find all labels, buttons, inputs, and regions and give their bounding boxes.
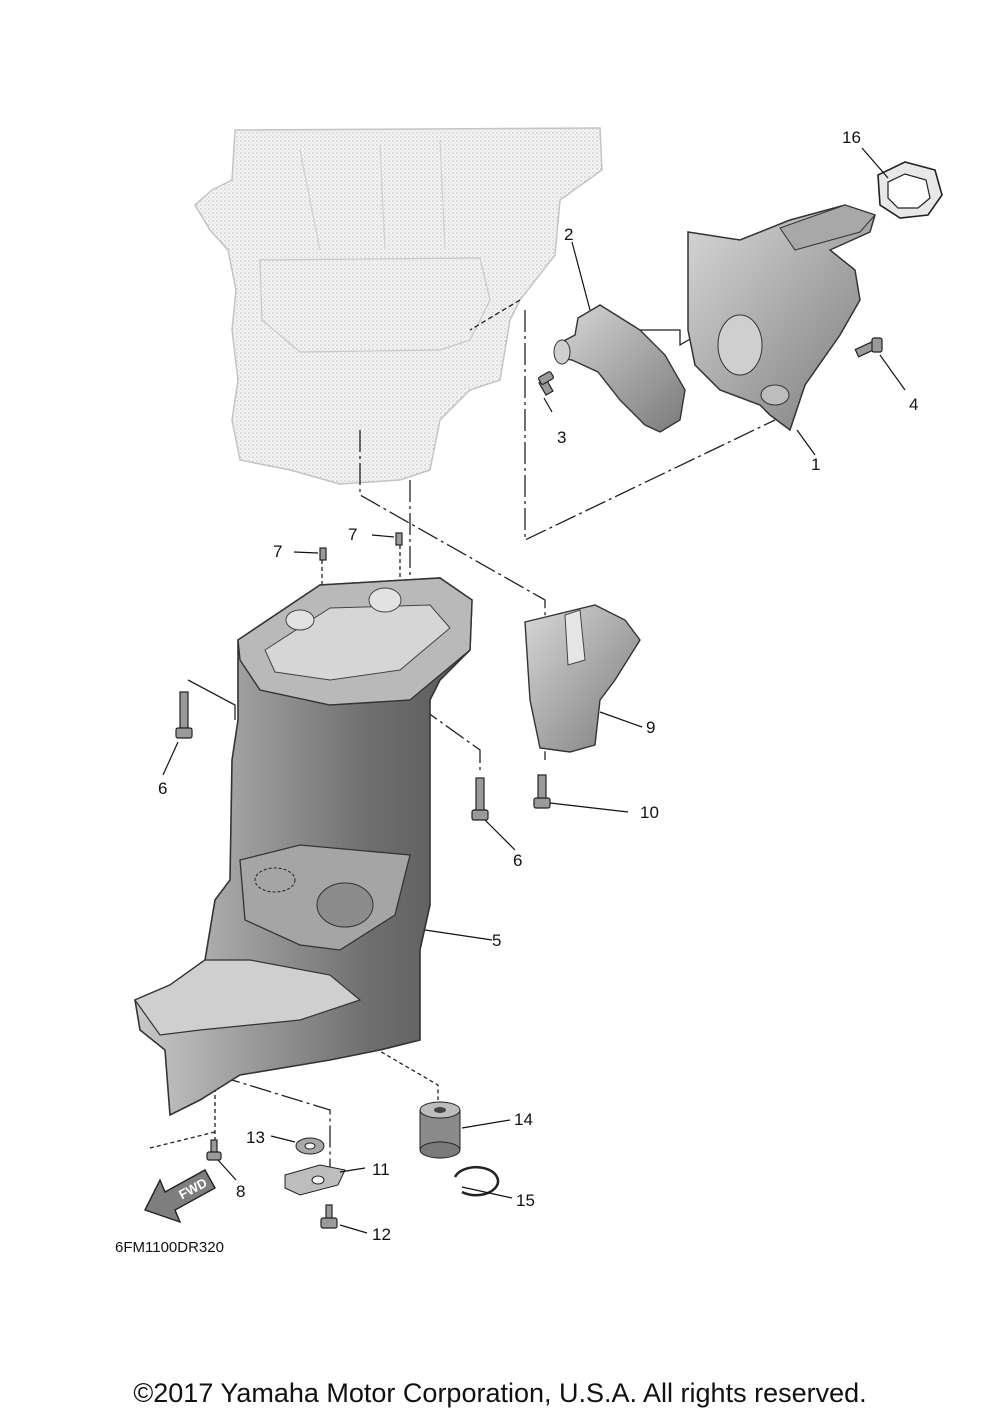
callout-5: 5 xyxy=(492,931,501,950)
bolt-6b xyxy=(471,777,489,821)
part-14-grommet xyxy=(419,1101,461,1159)
part-1-mount-housing xyxy=(687,204,876,432)
fwd-arrow: FWD xyxy=(144,1169,216,1224)
bolt-4 xyxy=(854,337,883,358)
upper-casing-ghost xyxy=(194,127,603,485)
callout-7a: 7 xyxy=(273,542,282,561)
dowel-7b xyxy=(395,532,403,546)
callout-7b: 7 xyxy=(348,525,357,544)
callout-4: 4 xyxy=(909,395,918,414)
callout-1: 1 xyxy=(811,455,820,474)
bolt-10 xyxy=(533,774,551,809)
callout-8: 8 xyxy=(236,1182,245,1201)
callout-leaders xyxy=(162,147,906,1234)
part-2-bracket xyxy=(553,304,686,433)
callout-13: 13 xyxy=(246,1128,265,1147)
bolt-12 xyxy=(320,1204,338,1229)
bolt-8 xyxy=(206,1139,222,1161)
part-15-clip xyxy=(453,1165,500,1197)
copyright-notice: ©2017 Yamaha Motor Corporation, U.S.A. A… xyxy=(133,1378,867,1408)
part-16-seal xyxy=(877,161,943,219)
small-parts xyxy=(284,1101,500,1197)
part-9-bracket xyxy=(524,604,641,753)
callout-6b: 6 xyxy=(513,851,522,870)
callout-14: 14 xyxy=(514,1110,533,1129)
callouts: 1 2 3 4 5 6 6 7 7 8 9 10 11 12 13 14 15 … xyxy=(158,128,918,1244)
callout-10: 10 xyxy=(640,803,659,822)
callout-3: 3 xyxy=(557,428,566,447)
bolts xyxy=(175,337,883,1229)
callout-11: 11 xyxy=(372,1160,390,1179)
callout-15: 15 xyxy=(516,1191,535,1210)
bolt-3 xyxy=(538,371,554,396)
callout-9: 9 xyxy=(646,718,655,737)
lower-casing xyxy=(134,577,473,1117)
bolt-6a xyxy=(175,691,193,739)
callout-16: 16 xyxy=(842,128,861,147)
callout-6a: 6 xyxy=(158,779,167,798)
dowel-7a xyxy=(319,547,327,561)
callout-2: 2 xyxy=(564,225,573,244)
drawing-code: 6FM1100DR320 xyxy=(115,1239,224,1256)
callout-12: 12 xyxy=(372,1225,391,1244)
